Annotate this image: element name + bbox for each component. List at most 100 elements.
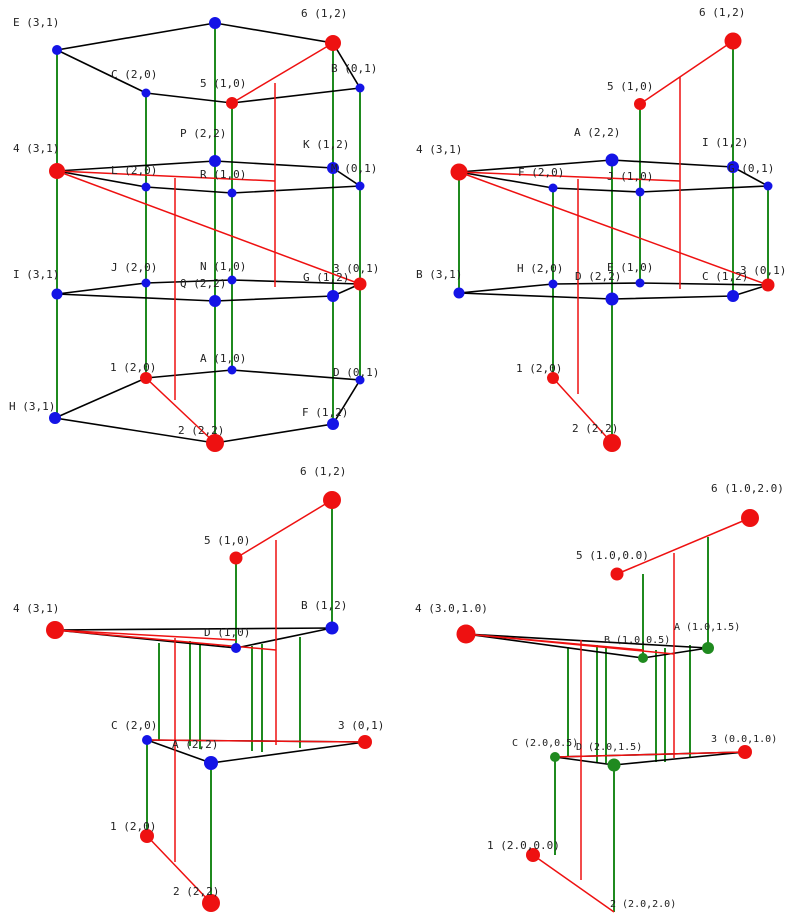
node-C (141, 88, 151, 98)
label-D: D (2,2) (575, 270, 621, 283)
blue-nodes (142, 621, 339, 770)
label-C: C (1,2) (702, 270, 748, 283)
node-1 (140, 829, 154, 843)
node-A (702, 642, 714, 654)
label-2: 2 (2,2) (178, 424, 224, 437)
node-E (52, 45, 62, 55)
label-B: B (0,1) (331, 62, 377, 75)
node-D (605, 292, 619, 306)
node-4 (450, 163, 468, 181)
node-3 (738, 745, 752, 759)
label-A: A (2,2) (172, 738, 218, 751)
label-A: A (1,0) (200, 352, 246, 365)
label-H: H (3,1) (9, 400, 55, 413)
label-L: L (2,0) (111, 164, 157, 177)
label-P: P (2,2) (180, 127, 226, 140)
label-5: 5 (1.0,0.0) (576, 549, 649, 562)
node-I (51, 288, 63, 300)
label-2: 2 (2,2) (572, 422, 618, 435)
edge-red (532, 854, 615, 913)
label-C: C (2,0) (111, 68, 157, 81)
node-5 (229, 551, 243, 565)
label-6: 6 (1,2) (699, 6, 745, 19)
node-B (355, 83, 365, 93)
edge-red (458, 171, 769, 286)
green-nodes (550, 642, 714, 772)
label-4: 4 (3,1) (13, 602, 59, 615)
node-B (325, 621, 339, 635)
label-J: J (2,0) (111, 261, 157, 274)
red-nodes (49, 35, 367, 452)
node-6 (323, 491, 341, 509)
node-P (209, 155, 221, 167)
label-Q: Q (2,2) (180, 277, 226, 290)
node-2 (206, 434, 224, 452)
node-5 (226, 97, 238, 109)
node-L (141, 182, 151, 192)
node-3 (353, 277, 367, 291)
edge-red (146, 835, 212, 904)
edge-red (56, 170, 276, 182)
blue-nodes (453, 153, 773, 306)
node-1 (547, 372, 559, 384)
node-A (204, 756, 218, 770)
node-5 (634, 98, 646, 110)
label-2: 2 (2,2) (173, 885, 219, 898)
label-6: 6 (1.0,2.0) (711, 482, 784, 495)
quad-upper (465, 633, 709, 659)
label-B: B (1,2) (301, 599, 347, 612)
label-3: 3 (0.0,1.0) (711, 734, 777, 745)
label-6: 6 (1,2) (300, 465, 346, 478)
label-1: 1 (2,0) (110, 820, 156, 833)
node-J (635, 187, 645, 197)
label-G: G (1,2) (303, 271, 349, 284)
edge-red (639, 40, 734, 105)
label-1: 1 (2.0,0.0) (487, 839, 560, 852)
label-N: N (1,0) (200, 260, 246, 273)
node-1 (526, 848, 540, 862)
label-5: 5 (1,0) (607, 80, 653, 93)
label-J: J (1,0) (607, 170, 653, 183)
node-C (727, 290, 739, 302)
node-B (453, 287, 465, 299)
node-M (355, 181, 365, 191)
label-3: 3 (0,1) (338, 719, 384, 732)
label-B: B (1.0,0.5) (604, 635, 670, 646)
node-A (605, 153, 619, 167)
node-4 (46, 621, 64, 639)
node-C (550, 752, 560, 762)
panel-1: E (3,1) C (2,0) 5 (1,0) 6 (1,2) B (0,1) … (9, 7, 379, 452)
hexagon-top (54, 22, 362, 104)
label-M: M (0,1) (331, 162, 377, 175)
label-3: 3 (0,1) (333, 262, 379, 275)
edge-red (552, 377, 613, 444)
label-K: K (1,2) (303, 138, 349, 151)
node-6 (741, 509, 759, 527)
node-D (607, 758, 621, 772)
label-B: B (3,1) (416, 268, 462, 281)
node-top (209, 17, 221, 29)
node-4 (456, 624, 476, 644)
edge-red (554, 751, 746, 758)
edge-red (146, 739, 366, 743)
node-4 (49, 163, 65, 179)
red-nodes (456, 509, 759, 862)
panel-2: 6 (1,2) 5 (1,0) A (2,2) 4 (3,1) F (2,0) … (416, 6, 786, 452)
label-E: E (1,0) (607, 261, 653, 274)
label-R: R (1,0) (200, 168, 246, 181)
node-D (355, 375, 365, 385)
label-H: H (2,0) (517, 262, 563, 275)
label-D: D (1,0) (204, 626, 250, 639)
node-5 (610, 567, 624, 581)
label-5: 5 (1,0) (200, 77, 246, 90)
label-D: D (2.0,1.5) (576, 742, 642, 753)
node-D (231, 643, 241, 653)
label-3: 3 (0,1) (740, 264, 786, 277)
node-F (327, 418, 339, 430)
panel-4: 6 (1.0,2.0) 5 (1.0,0.0) 4 (3.0,1.0) B (1… (415, 482, 784, 913)
label-C: C (2,0) (111, 719, 157, 732)
node-C (142, 735, 152, 745)
label-4: 4 (3,1) (416, 143, 462, 156)
node-2 (603, 434, 621, 452)
node-6 (325, 35, 341, 51)
